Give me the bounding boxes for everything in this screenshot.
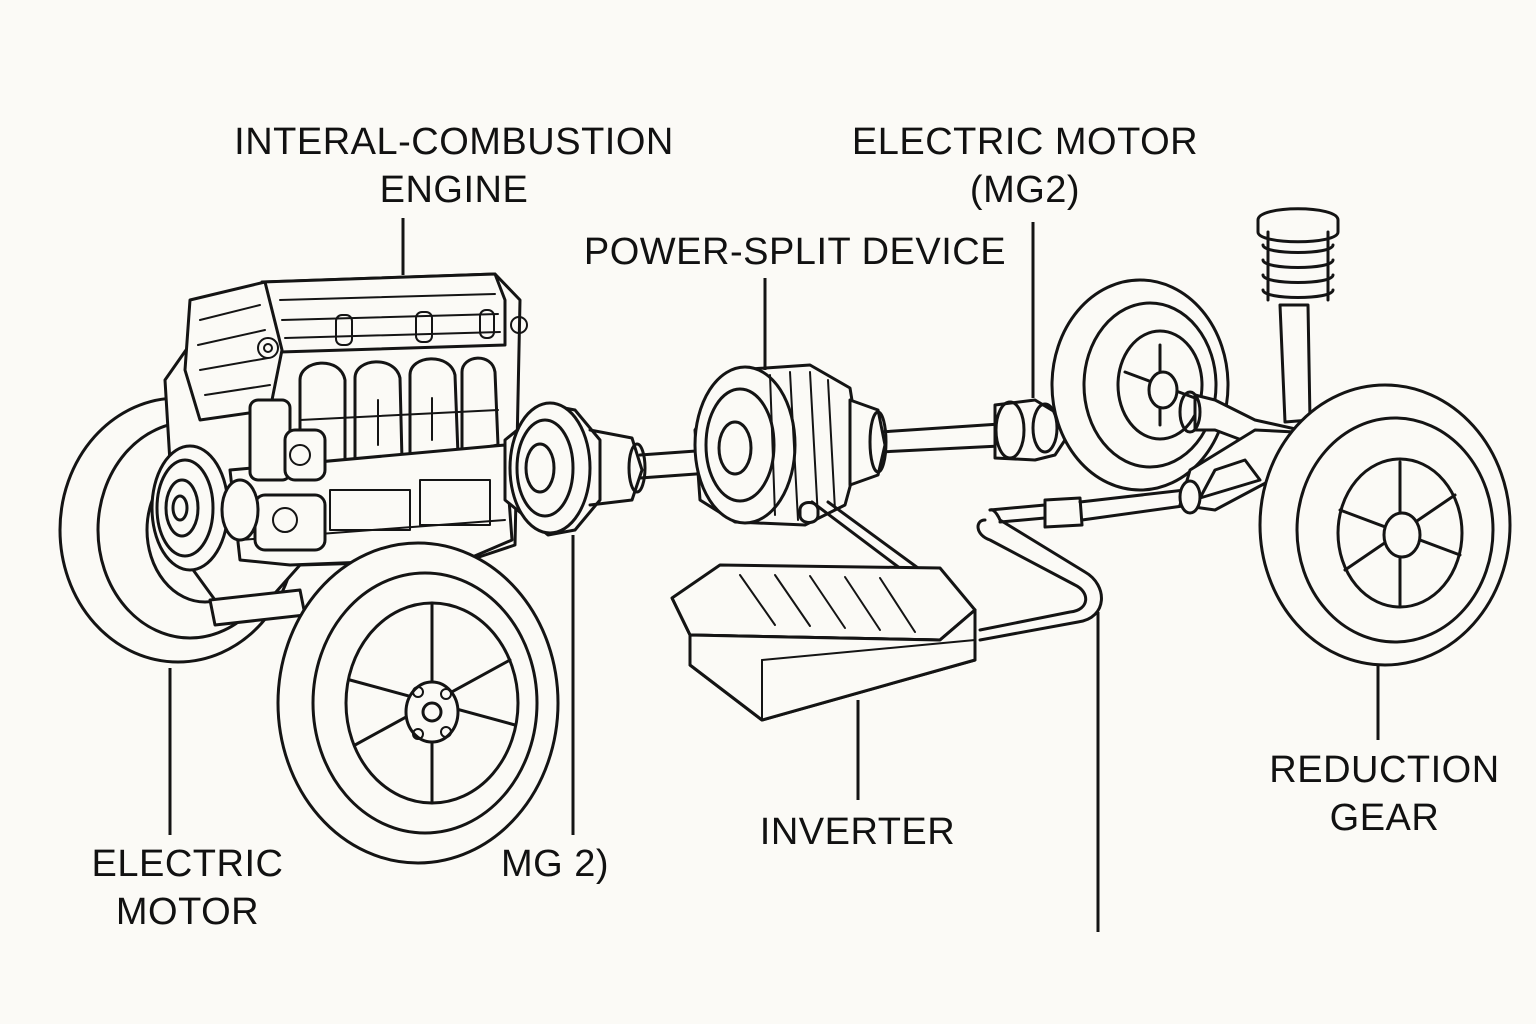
rear-suspension xyxy=(1178,207,1340,512)
label-electric-motor-line-1: ELECTRIC xyxy=(91,843,284,885)
label-power-split-text: POWER-SPLIT DEVICE xyxy=(583,231,1007,273)
label-inverter-text: INVERTER xyxy=(759,811,956,853)
power-split-device xyxy=(693,363,888,527)
label-mg2-text: MG 2) xyxy=(500,843,610,885)
label-engine: INTERAL-COMBUSTION ENGINE xyxy=(220,118,688,214)
front-pulley xyxy=(150,444,260,572)
label-reduction-gear-line-2: GEAR xyxy=(1329,797,1440,839)
wheel-front-left xyxy=(276,541,560,865)
cables xyxy=(798,479,1202,642)
wheel-rear-right xyxy=(1258,383,1512,667)
label-reduction-gear-line-1: REDUCTION xyxy=(1269,749,1500,791)
label-reduction-gear: REDUCTION GEAR xyxy=(1262,746,1507,842)
label-power-split-device: POWER-SPLIT DEVICE xyxy=(575,228,1015,276)
label-electric-motor: ELECTRIC MOTOR xyxy=(85,840,290,936)
leader-lines xyxy=(168,218,1380,932)
label-engine-line-2: ENGINE xyxy=(379,169,529,211)
label-mg2: MG 2) xyxy=(495,840,615,888)
label-engine-line-1: INTERAL-COMBUSTION xyxy=(234,121,674,163)
label-electric-motor-mg2-line-2: (MG2) xyxy=(969,169,1081,211)
rear-mg2-coupler xyxy=(993,398,1067,462)
wheel-rear-far xyxy=(1050,278,1230,492)
label-electric-motor-line-2: MOTOR xyxy=(115,891,260,933)
label-electric-motor-mg2-line-1: ELECTRIC MOTOR xyxy=(851,121,1199,163)
inverter-box xyxy=(670,563,977,722)
label-electric-motor-mg2: ELECTRIC MOTOR (MG2) xyxy=(845,118,1205,214)
label-inverter: INVERTER xyxy=(750,808,965,856)
mg2-unit xyxy=(503,401,647,537)
